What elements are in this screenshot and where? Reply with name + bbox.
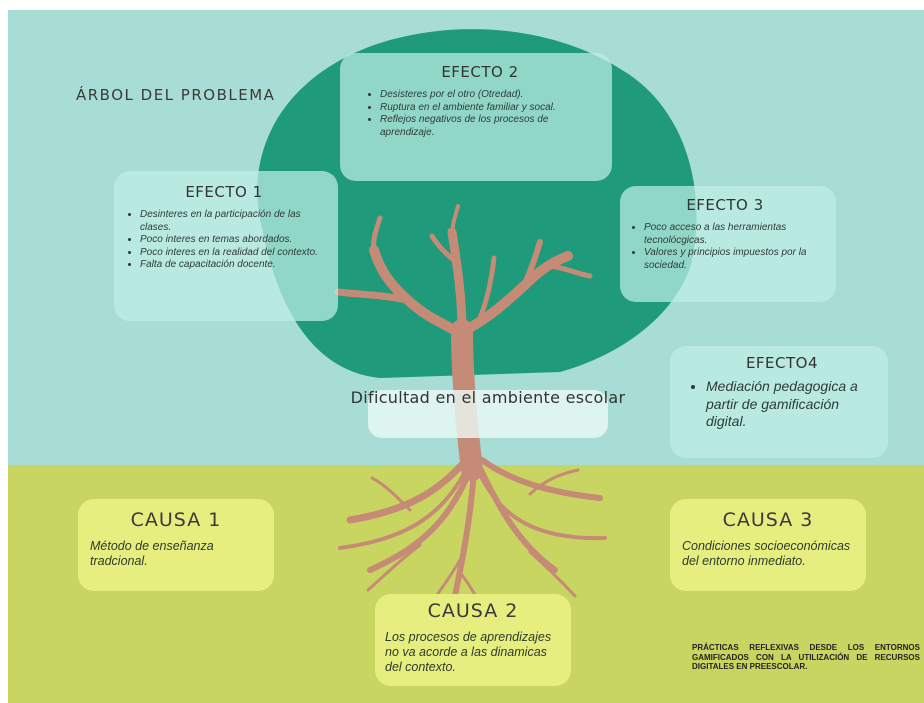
cause-heading-1: CAUSA 1 (130, 509, 222, 531)
effect-2-item: Ruptura en el ambiente familiar y socal. (380, 102, 598, 115)
cause-box-2: CAUSA 2 Los procesos de aprendizajes no … (375, 594, 571, 686)
effect-box-1: EFECTO 1 Desinteres en la participación … (114, 171, 338, 321)
effect-1-item: Desinteres en la participación de las cl… (140, 209, 326, 234)
effect-box-4: EFECTO4 Mediación pedagogica a partir de… (670, 346, 888, 458)
diagram-title: ÁRBOL DEL PROBLEMA (76, 86, 276, 104)
cause-box-1: CAUSA 1 Método de enseñanza tradcional. (78, 499, 274, 591)
effect-heading-1: EFECTO 1 (185, 183, 263, 201)
effect-list-2: Desisteres por el otro (Otredad). Ruptur… (362, 89, 598, 139)
effect-heading-4: EFECTO4 (745, 354, 819, 372)
effect-1-item: Poco interes en temas abordados. (140, 234, 326, 247)
cause-heading-2: CAUSA 2 (427, 600, 519, 622)
effect-list-3: Poco acceso a las herramientas tecnolócg… (626, 222, 824, 272)
effect-2-item: Desisteres por el otro (Otredad). (380, 89, 598, 102)
effect-3-item: Poco acceso a las herramientas tecnolócg… (644, 222, 824, 247)
effect-heading-2: EFECTO 2 (441, 63, 519, 81)
footer-caption: PRÁCTICAS REFLEXIVAS DESDE LOS ENTORNOS … (692, 643, 920, 671)
central-problem-text: Dificultad en el ambiente escolar (350, 388, 626, 407)
effect-3-item: Valores y principios impuestos por la so… (644, 247, 824, 272)
central-problem-box (368, 390, 608, 438)
cause-text-3: Condiciones socioeconómicas del entorno … (682, 539, 851, 568)
cause-text-1: Método de enseñanza tradcional. (90, 539, 214, 568)
effect-box-3: EFECTO 3 Poco acceso a las herramientas … (620, 186, 836, 302)
cause-box-3: CAUSA 3 Condiciones socioeconómicas del … (670, 499, 866, 591)
effect-1-item: Poco interes en la realidad del contexto… (140, 247, 326, 260)
effect-list-1: Desinteres en la participación de las cl… (122, 209, 326, 272)
effect-1-item: Falta de capacitación docente. (140, 259, 326, 272)
effect-heading-3: EFECTO 3 (686, 196, 764, 214)
effect-box-2: EFECTO 2 Desisteres por el otro (Otredad… (340, 53, 612, 181)
cause-text-2: Los procesos de aprendizajes no va acord… (385, 630, 552, 674)
effect-2-item: Reflejos negativos de los procesos de ap… (380, 114, 598, 139)
effect-list-4: Mediación pedagogica a partir de gamific… (688, 378, 876, 431)
tree-trunk-branches (334, 204, 593, 481)
cause-heading-3: CAUSA 3 (722, 509, 814, 531)
effect-4-item: Mediación pedagogica a partir de gamific… (706, 378, 876, 431)
